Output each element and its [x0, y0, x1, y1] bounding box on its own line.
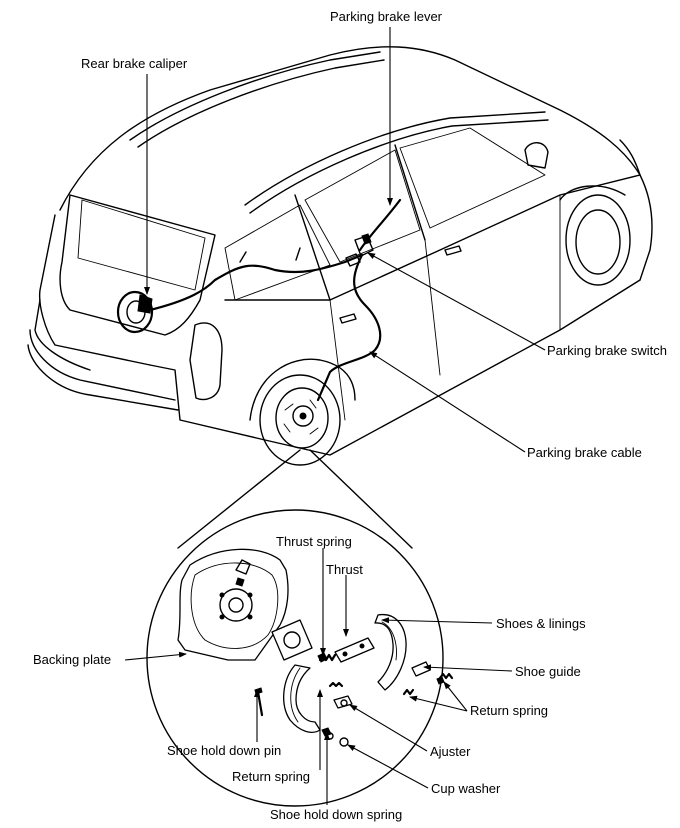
label-parking-brake-lever: Parking brake lever — [330, 9, 443, 24]
shoe-hold-down-pin-part — [254, 687, 264, 717]
label-parking-brake-switch: Parking brake switch — [547, 343, 667, 358]
cup-washer-part — [339, 737, 349, 747]
parking-brake-cable-routing — [148, 198, 402, 402]
label-shoes-linings: Shoes & linings — [496, 616, 586, 631]
backing-plate-part — [177, 548, 289, 661]
label-return-spring-bottom: Return spring — [232, 769, 310, 784]
label-thrust-spring: Thrust spring — [276, 534, 352, 549]
thrust-spring-part — [317, 652, 337, 663]
label-rear-brake-caliper: Rear brake caliper — [81, 56, 188, 71]
label-return-spring-right: Return spring — [470, 703, 548, 718]
label-shoe-hold-down-spring: Shoe hold down spring — [270, 807, 402, 822]
right-shoe-part — [374, 613, 407, 691]
label-parking-brake-cable: Parking brake cable — [527, 445, 642, 460]
vehicle-illustration — [27, 46, 653, 466]
label-thrust: Thrust — [326, 562, 363, 577]
label-shoe-guide: Shoe guide — [515, 664, 581, 679]
adjuster-part — [328, 681, 353, 709]
label-cup-washer: Cup washer — [431, 781, 501, 796]
label-backing-plate: Backing plate — [33, 652, 111, 667]
label-ajuster: Ajuster — [430, 744, 471, 759]
gasket-part — [271, 619, 313, 661]
thrust-part — [334, 637, 375, 663]
left-shoe-part — [283, 664, 321, 733]
label-shoe-hold-down-pin: Shoe hold down pin — [167, 743, 281, 758]
leader-lines — [124, 27, 546, 805]
labels: Parking brake lever Rear brake caliper P… — [33, 9, 667, 822]
